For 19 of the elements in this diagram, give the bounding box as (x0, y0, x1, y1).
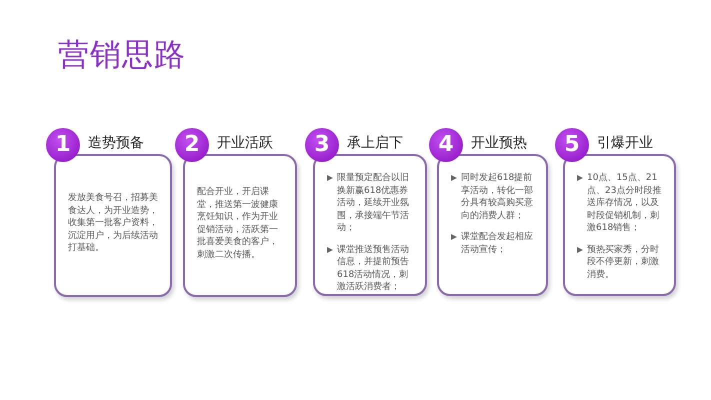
bullet-text: 限量预定配合以旧换新赢618优惠券活动，延续开业氛围，承接端午节活动； (327, 172, 415, 234)
number-badge: 2 (175, 128, 209, 162)
step-heading: 开业活跃 (217, 134, 273, 152)
step-heading: 造势预备 (88, 134, 144, 152)
bullet-text: 预热买家秀，分时段不停更新，刺激消费。 (577, 244, 664, 281)
bullet-text: 课堂配合发起相应活动宣传； (451, 231, 536, 256)
body-text: 配合开业，开启课堂，推送第一波健康烹饪知识，作为开业促销活动，活跃第一批喜爱美食的客户，刺激二次传播。 (197, 186, 279, 261)
bullet-text: 10点、15点、21点、23点分时段推送库存情况，以及时段促销机制，刺激618销售； (577, 172, 664, 234)
number-badge: 1 (46, 128, 80, 162)
number-badge: 4 (429, 128, 463, 162)
step-heading: 开业预热 (471, 134, 527, 152)
bullet-text: 课堂推送预售活动信息，并提前预告618活动情况，刺激活跃消费者； (327, 244, 415, 294)
number-badge: 5 (555, 128, 589, 162)
number-badge: 3 (305, 128, 339, 162)
bullet-text: 同时发起618提前享活动，转化一部分具有较高购买意向的消费人群； (451, 172, 536, 222)
body-text: 发放美食号召，招募美食达人，为开业造势，收集第一批客户资料，沉淀用户，为后续活动打基础。 (68, 192, 159, 255)
step-heading: 承上启下 (347, 134, 403, 152)
title: 营销思路 (58, 36, 186, 75)
step-heading: 引爆开业 (597, 134, 653, 152)
